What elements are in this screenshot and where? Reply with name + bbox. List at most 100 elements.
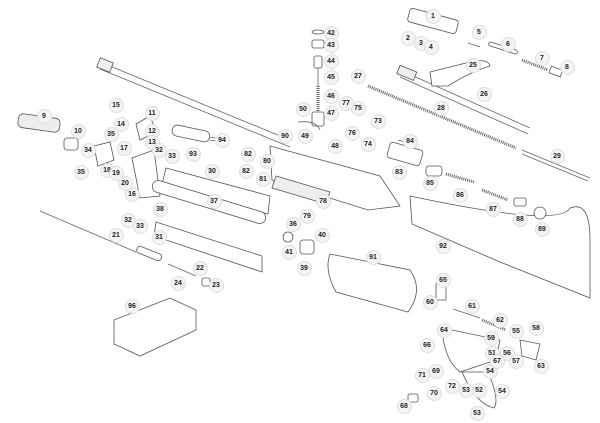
callout-52: 52 [471, 382, 487, 398]
callout-86: 86 [452, 187, 468, 203]
callout-60: 60 [422, 294, 438, 310]
callout-53a: 53 [458, 382, 474, 398]
callout-14: 14 [113, 116, 129, 132]
front-ring [282, 231, 294, 243]
forend [327, 253, 417, 313]
callout-20: 20 [117, 175, 133, 191]
operating-rod [396, 64, 531, 135]
callout-70: 70 [426, 385, 442, 401]
callout-76: 76 [344, 125, 360, 141]
callout-83: 83 [391, 164, 407, 180]
top-spring [521, 58, 549, 72]
callout-85: 85 [422, 175, 438, 191]
callout-63: 63 [533, 358, 549, 374]
callout-7: 7 [534, 50, 550, 66]
callout-38: 38 [152, 201, 168, 217]
cam-lever [429, 60, 491, 87]
callout-68: 68 [396, 398, 412, 414]
equals-sign: = [210, 134, 216, 144]
clip-49 [297, 121, 321, 131]
callout-79: 79 [299, 208, 315, 224]
end-cap [548, 65, 564, 78]
mainspring [445, 172, 475, 184]
callout-49: 49 [297, 128, 313, 144]
callout-69: 69 [428, 363, 444, 379]
callout-61: 61 [464, 298, 480, 314]
callout-90: 90 [277, 128, 293, 144]
callout-21: 21 [108, 227, 124, 243]
callout-92: 92 [435, 238, 451, 254]
callout-50: 50 [295, 101, 311, 117]
callout-31: 31 [151, 229, 167, 245]
callout-58: 58 [528, 320, 544, 336]
callout-72: 72 [444, 378, 460, 394]
callout-74: 74 [360, 136, 376, 152]
cleaning-rod [39, 210, 163, 262]
callout-94: 94 [214, 132, 230, 148]
callout-5: 5 [471, 24, 487, 40]
callout-73: 73 [370, 113, 386, 129]
callout-32a: 32 [151, 142, 167, 158]
handguard-upper [161, 167, 271, 215]
bushing [425, 165, 443, 177]
callout-22: 22 [192, 260, 208, 276]
callout-59: 59 [483, 330, 499, 346]
callout-40: 40 [314, 227, 330, 243]
callout-81: 81 [255, 171, 271, 187]
callout-35b: 35 [73, 164, 89, 180]
callout-57a: 57 [508, 353, 524, 369]
callout-24: 24 [170, 275, 186, 291]
callout-9: 9 [36, 108, 52, 124]
callout-82b: 82 [238, 163, 254, 179]
receiver [269, 145, 401, 211]
callout-27: 27 [350, 68, 366, 84]
callout-53b: 53 [469, 405, 485, 421]
buttcap [533, 206, 547, 220]
callout-43: 43 [323, 37, 339, 53]
pin-24 [167, 263, 197, 277]
barrel [96, 57, 291, 148]
callout-89: 89 [534, 221, 550, 237]
callout-88: 88 [512, 211, 528, 227]
callout-71: 71 [414, 367, 430, 383]
callout-62: 62 [492, 312, 508, 328]
small-spring [481, 188, 509, 202]
callout-47: 47 [323, 105, 339, 121]
recoil-spring [367, 84, 517, 150]
callout-45: 45 [323, 69, 339, 85]
callout-55: 55 [508, 323, 524, 339]
callout-35a: 35 [103, 126, 119, 142]
gas-tube [171, 124, 211, 143]
callout-36: 36 [285, 216, 301, 232]
callout-80: 80 [259, 153, 275, 169]
callout-41: 41 [281, 244, 297, 260]
callout-28: 28 [433, 100, 449, 116]
detent-68 [407, 393, 419, 403]
trigger-pin-61 [452, 308, 481, 319]
callout-96: 96 [124, 298, 140, 314]
callout-11: 11 [144, 105, 160, 121]
callout-54b: 54 [494, 383, 510, 399]
firing-pin [467, 42, 481, 48]
front-sight-base [93, 141, 115, 167]
callout-64: 64 [436, 322, 452, 338]
callout-6: 6 [500, 36, 516, 52]
callout-91: 91 [365, 249, 381, 265]
plunger [513, 197, 527, 207]
callout-25: 25 [465, 57, 481, 73]
callout-23: 23 [208, 277, 224, 293]
callout-33b: 33 [132, 218, 148, 234]
callout-93: 93 [185, 146, 201, 162]
callout-78: 78 [315, 193, 331, 209]
callout-39: 39 [296, 260, 312, 276]
callout-15: 15 [108, 97, 124, 113]
callout-66: 66 [419, 337, 435, 353]
guide-rod [521, 149, 591, 182]
callout-46: 46 [323, 88, 339, 104]
callout-1: 1 [425, 8, 441, 24]
handguard-lower [153, 221, 263, 273]
callout-67: 67 [489, 353, 505, 369]
callout-4: 4 [423, 39, 439, 55]
callout-37: 37 [206, 193, 222, 209]
